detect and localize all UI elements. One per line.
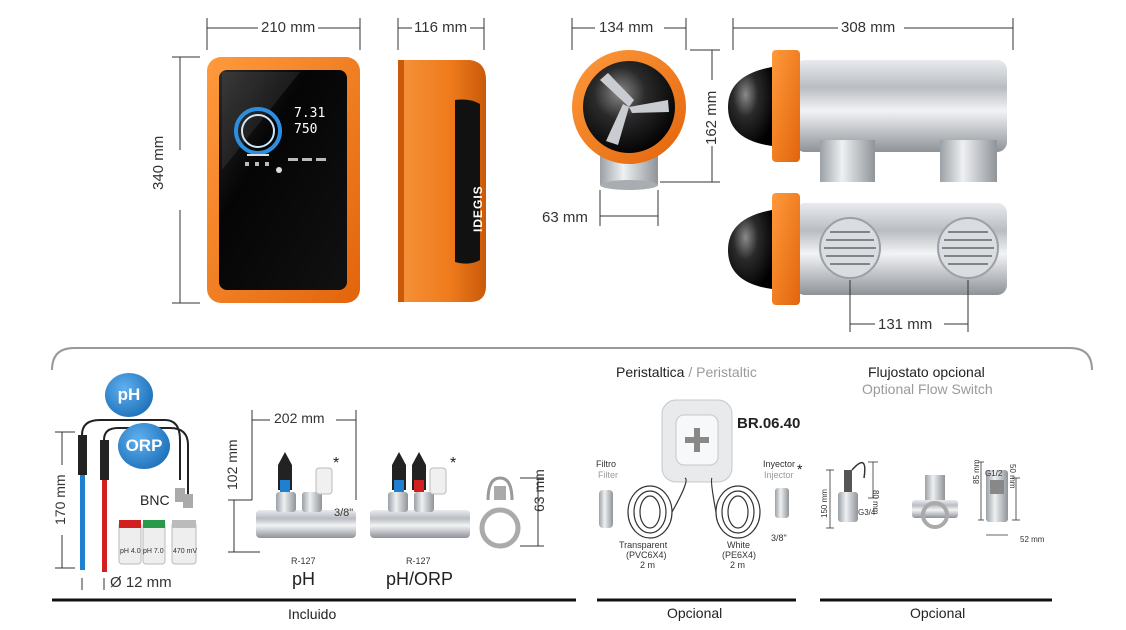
fs-dim-85: 85 mm — [972, 459, 981, 484]
dim-width-front: 210 mm — [261, 19, 316, 36]
injector-label-es: Inyector — [763, 459, 796, 469]
tube1-name: Transparent — [619, 540, 668, 550]
buffer-ph7: pH 7.0 — [143, 548, 164, 555]
peristaltic-title: Peristaltica / Peristaltic — [616, 364, 757, 380]
flowswitch-title-en: Optional Flow Switch — [862, 381, 993, 397]
display-reading-2: 750 — [294, 122, 318, 137]
injector-thread: 3/8" — [771, 533, 787, 543]
included-label: Incluido — [288, 606, 337, 622]
dim-clamp-height: 63 mm — [531, 469, 547, 512]
peristaltic-pump — [599, 399, 789, 539]
holder-label-phorp: pH/ORP — [386, 569, 454, 589]
controller-side — [398, 60, 486, 302]
section-bracket — [51, 347, 1093, 371]
cell-end-view — [572, 50, 686, 190]
buffer-ph4: pH 4.0 — [120, 548, 141, 555]
filter-label-en: Filter — [598, 470, 618, 480]
cell-side-top — [728, 50, 1007, 182]
flowswitch-title-es: Flujostato opcional — [868, 364, 985, 380]
optional-label-2: Opcional — [910, 605, 966, 621]
tube2-length: 2 m — [730, 560, 746, 570]
dim-cell-length: 308 mm — [841, 19, 896, 36]
flow-switch — [826, 461, 1020, 536]
display-reading-1: 7.31 — [294, 106, 326, 121]
dim-cell-height: 162 mm — [703, 90, 720, 145]
holder-thread: 3/8" — [334, 507, 354, 519]
probes-illustration — [55, 419, 197, 590]
dim-cell-diameter: 134 mm — [599, 19, 654, 36]
fs-dim-52: 52 mm — [1020, 535, 1045, 544]
injector-asterisk: * — [797, 461, 803, 477]
holder-label-ph: pH — [292, 569, 316, 589]
fs-g12: G1/2 — [985, 469, 1003, 478]
cell-side-bottom — [728, 193, 1007, 305]
brand-logo-text: IDEGIS — [471, 185, 485, 232]
holder-asterisk-2: * — [450, 455, 457, 472]
fs-dim-50: 50 mm — [1008, 464, 1017, 489]
probe-holders — [228, 410, 544, 553]
filter-label-es: Filtro — [596, 459, 616, 469]
buffer-470mv: 470 mV — [173, 548, 198, 555]
dim-cell-outlet: 63 mm — [542, 209, 588, 226]
optional-label-1: Opcional — [667, 605, 723, 621]
dim-probe-length: 170 mm — [52, 474, 68, 525]
controller-front — [207, 57, 360, 303]
dim-holder-height: 102 mm — [224, 439, 240, 490]
dim-depth-side: 116 mm — [414, 19, 468, 36]
peristaltic-title-es: Peristaltica — [616, 364, 685, 380]
ph-bubble: pH — [105, 373, 153, 417]
injector-label-en: Injector — [764, 470, 794, 480]
dim-height-front: 340 mm — [150, 135, 167, 190]
dim-holder-length: 202 mm — [274, 410, 325, 426]
orp-bubble: ORP — [118, 423, 170, 469]
dim-probe-diameter: Ø 12 mm — [110, 574, 172, 591]
dimension-lines — [172, 18, 1014, 332]
pump-model: BR.06.40 — [737, 415, 801, 432]
holder-code-1: R-127 — [291, 556, 316, 566]
bnc-label: BNC — [140, 492, 170, 508]
holder-asterisk-1: * — [333, 455, 340, 472]
tube2-name: White — [727, 540, 751, 550]
peristaltic-title-sep: / — [684, 364, 697, 380]
dim-port-spacing: 131 mm — [878, 316, 933, 333]
fs-g34: G3/4 — [858, 508, 876, 517]
tube2-code: (PE6X4) — [722, 550, 757, 560]
holder-code-2: R-127 — [406, 556, 431, 566]
fs-dim-150: 150 mm — [820, 489, 829, 518]
tube1-code: (PVC6X4) — [626, 550, 667, 560]
tube1-length: 2 m — [640, 560, 656, 570]
peristaltic-title-en: Peristaltic — [696, 364, 757, 380]
